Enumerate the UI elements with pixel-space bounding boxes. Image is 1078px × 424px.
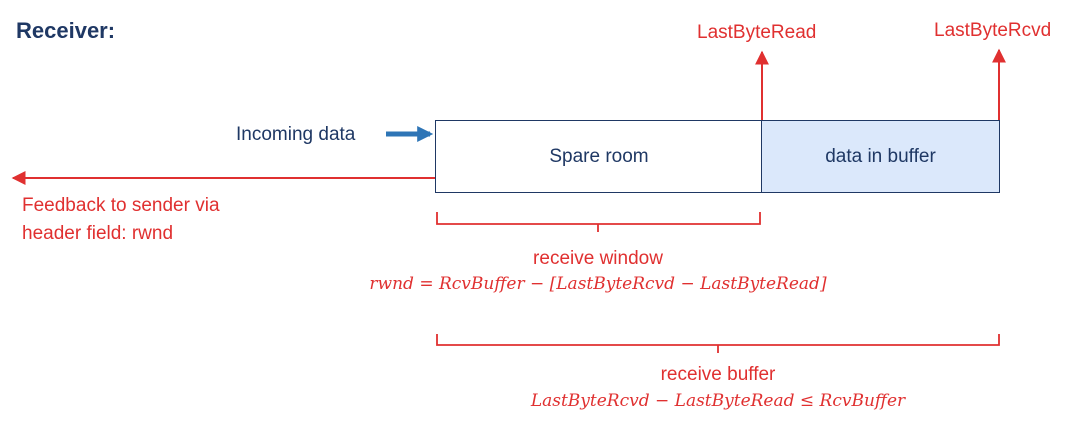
receive-buffer-formula: LastByteRcvd − LastByteRead ≤ RcvBuffer	[530, 391, 906, 411]
receive-window-label: receive window	[533, 248, 663, 269]
receive-window-brace	[436, 212, 761, 232]
data-in-buffer-label: data in buffer	[825, 145, 936, 167]
spare-room-label: Spare room	[549, 145, 649, 167]
last-byte-rcvd-label: LastByteRcvd	[934, 20, 1052, 41]
receive-window-formula: rwnd = RcvBuffer − [LastByteRcvd − LastB…	[369, 274, 827, 294]
incoming-data-label: Incoming data	[236, 124, 356, 145]
last-byte-read-label: LastByteRead	[697, 22, 817, 43]
receiver-title: Receiver:	[16, 18, 116, 43]
feedback-line-2: header field: rwnd	[22, 223, 174, 244]
data-in-buffer-box: data in buffer	[761, 120, 1000, 193]
spare-room-box: Spare room	[435, 120, 763, 193]
receive-buffer-label: receive buffer	[660, 364, 776, 385]
receive-buffer-brace	[436, 334, 1000, 353]
feedback-line-1: Feedback to sender via	[22, 195, 220, 216]
feedback-text: Feedback to sender via header field: rwn…	[22, 192, 220, 248]
